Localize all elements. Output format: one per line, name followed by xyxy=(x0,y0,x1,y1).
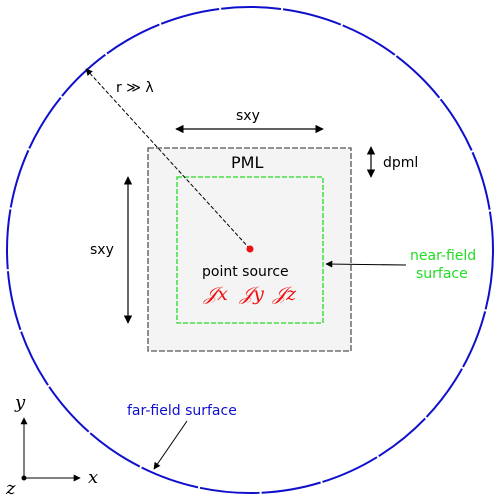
near-field-surface xyxy=(176,176,324,324)
axis-x-label: x xyxy=(88,467,98,488)
z-axis-dot xyxy=(21,475,27,481)
near-field-pointer xyxy=(325,260,407,268)
near-field-label-line2: surface xyxy=(416,266,468,282)
far-field-pointer xyxy=(153,420,188,470)
radius-arrow xyxy=(85,68,251,250)
current-jx: 𝒥x xyxy=(203,283,228,305)
far-field-label: far-field surface xyxy=(127,403,237,419)
pml-label: PML xyxy=(231,153,263,172)
current-jz: 𝒥z xyxy=(272,283,297,305)
far-field-circle xyxy=(6,6,494,494)
sxy-left-label: sxy xyxy=(90,242,114,258)
point-source-dot xyxy=(246,245,254,253)
pml-region xyxy=(147,147,352,352)
radius-label: r ≫ λ xyxy=(116,80,154,96)
axis-z-label: z xyxy=(5,478,16,499)
sxy-top-label: sxy xyxy=(236,108,260,124)
axis-y-label: y xyxy=(14,392,26,413)
near-field-label-line1: near-field xyxy=(410,248,476,264)
dpml-label: dpml xyxy=(383,155,418,171)
current-jy: 𝒥y xyxy=(239,283,264,305)
point-source-label: point source xyxy=(202,264,289,280)
